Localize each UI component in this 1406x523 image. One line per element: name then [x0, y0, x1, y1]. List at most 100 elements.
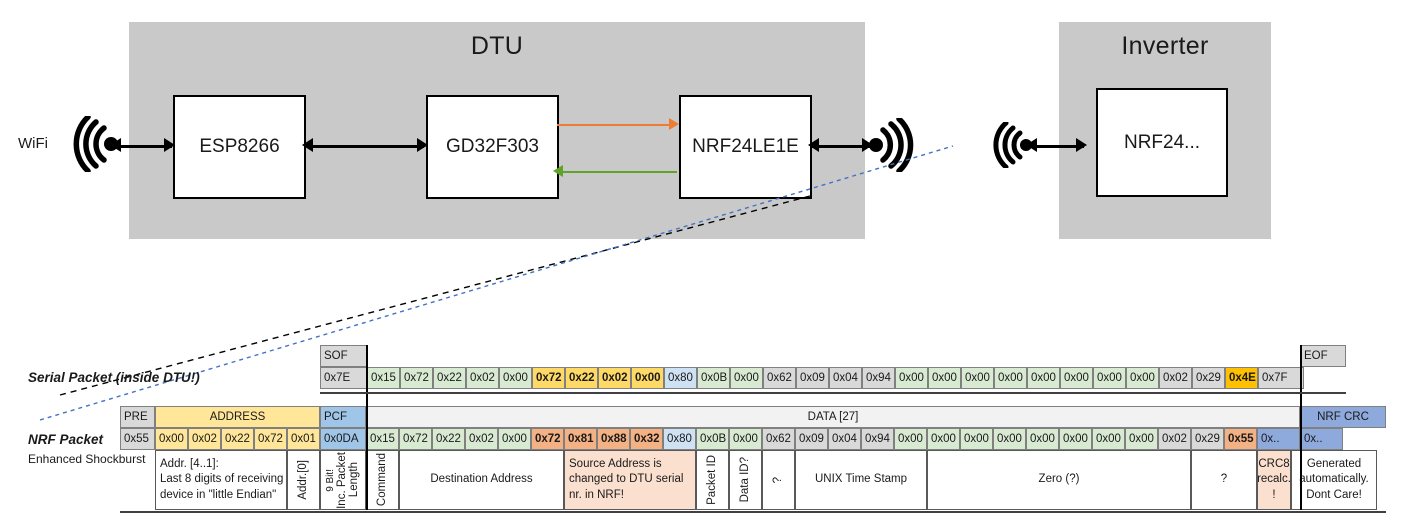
serial-byte-1: 0x72 — [400, 367, 433, 389]
nrf-packet-id-note: Packet ID — [696, 450, 729, 510]
inverter-antenna-icon — [993, 122, 1032, 168]
nrf-crc8-note: CRC8 recalc. ! — [1257, 450, 1291, 510]
nrf-address-byte-0: 0x00 — [155, 428, 188, 450]
link-serial-tx — [557, 124, 675, 126]
nrf-unknown-short-note: ? — [762, 450, 795, 510]
nrf-unknown-wide-label: ? — [1220, 473, 1228, 486]
nrf-command-label: Command — [375, 453, 388, 507]
nrf-source-address-label: Source Address is changed to DTU serial … — [569, 457, 684, 501]
enhanced-shockburst-label: Enhanced Shockburst — [28, 452, 146, 466]
link-esp-gd32 — [308, 145, 424, 148]
nrf-byte-15: 0x94 — [861, 428, 894, 450]
serial-byte-25: 0x29 — [1192, 367, 1225, 389]
nrf-address-byte-3: 0x72 — [254, 428, 287, 450]
nrf-unix-time-note: UNIX Time Stamp — [795, 450, 927, 510]
nrf-byte-26: 0x55 — [1224, 428, 1257, 450]
serial-byte-21: 0x00 — [1060, 367, 1093, 389]
serial-byte-0: 0x15 — [367, 367, 400, 389]
arrow-right-serial-tx — [669, 118, 679, 130]
nrf-byte-16: 0x00 — [894, 428, 927, 450]
nrf-byte-3: 0x02 — [465, 428, 498, 450]
serial-byte-14: 0x04 — [829, 367, 862, 389]
arrow-left-antenna-inverter — [1026, 138, 1037, 152]
nrf-pre-header: PRE — [120, 406, 155, 428]
nrf-crc8-l2: recalc. — [1257, 473, 1291, 486]
nrf-crc8-l1: CRC8 — [1258, 457, 1290, 470]
nrf-pcf-note-l2: Inc. Packet — [336, 451, 349, 509]
serial-byte-18: 0x00 — [961, 367, 994, 389]
arrow-left-serial-rx — [553, 165, 563, 177]
serial-byte-7: 0x02 — [598, 367, 631, 389]
nrf-zero-label: Zero (?) — [1038, 473, 1080, 486]
arrow-right-antenna-dtu — [862, 138, 873, 152]
nrf-pcf-note-l3: Length — [348, 462, 361, 498]
serial-byte-8: 0x00 — [631, 367, 664, 389]
nrf-byte-13: 0x09 — [795, 428, 828, 450]
serial-byte-19: 0x00 — [994, 367, 1027, 389]
nrf-byte-19: 0x00 — [993, 428, 1026, 450]
serial-byte-4: 0x00 — [499, 367, 532, 389]
serial-byte-15: 0x94 — [862, 367, 895, 389]
nrf-crc-note-l3: Dont Care! — [1306, 488, 1362, 501]
dtu-title: DTU — [470, 32, 524, 60]
nrf-description-row: Addr. [4..1]: Last 8 digits of receiving… — [120, 450, 1386, 510]
serial-byte-6: 0x22 — [565, 367, 598, 389]
inverter-title: Inverter — [1121, 32, 1209, 60]
chip-nrf24le1e-label: NRF24LE1E — [692, 136, 799, 157]
serial-byte-22: 0x00 — [1093, 367, 1126, 389]
nrf-destination-address-note: Destination Address — [399, 450, 564, 510]
nrf-byte-1: 0x72 — [399, 428, 432, 450]
nrf-byte-2: 0x22 — [432, 428, 465, 450]
nrf-byte-5: 0x72 — [531, 428, 564, 450]
serial-packet-label: Serial Packet (inside DTU!) — [28, 370, 200, 385]
chip-esp8266-label: ESP8266 — [199, 136, 280, 157]
nrf-span-rule-left — [366, 406, 368, 510]
nrf-unix-time-label: UNIX Time Stamp — [814, 473, 908, 486]
nrf-crc-header: NRF CRC — [1300, 406, 1386, 428]
nrf-byte-21: 0x00 — [1059, 428, 1092, 450]
nrf-addr0-label: Addr.[0] — [296, 460, 309, 500]
nrf-pcf-value: 0x0DA — [320, 428, 366, 450]
arrow-right-esp — [164, 138, 175, 152]
nrf-address-byte-1: 0x02 — [188, 428, 221, 450]
nrf-packet-id-label: Packet ID — [705, 455, 718, 505]
serial-sof-header: SOF — [320, 345, 367, 367]
serial-byte-23: 0x00 — [1126, 367, 1159, 389]
nrf-byte-12: 0x62 — [762, 428, 795, 450]
nrf-crc-note: Generated automatically. Dont Care! — [1291, 450, 1377, 510]
serial-packet-header-row: SOF — [320, 345, 1366, 367]
nrf-address-note: Addr. [4..1]: Last 8 digits of receiving… — [155, 450, 287, 510]
arrow-right-gd32 — [417, 138, 428, 152]
nrf-destination-address-label: Destination Address — [430, 473, 533, 486]
nrf-crc-note-l2: automatically. — [1299, 473, 1369, 486]
nrf-crc-byte-1: 0x.. — [1300, 428, 1343, 450]
serial-byte-5: 0x72 — [532, 367, 565, 389]
nrf-byte-20: 0x00 — [1026, 428, 1059, 450]
chip-nrf24: NRF24... — [1096, 88, 1228, 197]
nrf-address-header: ADDRESS — [155, 406, 320, 428]
nrf-table-bottom-rule — [120, 511, 1386, 513]
dtu-antenna-icon — [869, 118, 914, 172]
serial-byte-17: 0x00 — [928, 367, 961, 389]
arrow-right-nrf24 — [1076, 138, 1087, 152]
nrf-span-rule-right — [1300, 406, 1302, 510]
chip-gd32f303-label: GD32F303 — [446, 136, 539, 157]
nrf-byte-9: 0x80 — [663, 428, 696, 450]
nrf-data-header: DATA [27] — [366, 406, 1300, 428]
link-antenna-nrf24-inverter — [1032, 145, 1084, 148]
nrf-byte-22: 0x00 — [1092, 428, 1125, 450]
nrf-byte-11: 0x00 — [729, 428, 762, 450]
nrf-packet-label: NRF Packet — [28, 432, 104, 447]
nrf-address-note-line1: Addr. [4..1]: Last 8 digits of receiving… — [160, 457, 284, 501]
serial-table-bottom-rule — [320, 392, 1346, 394]
nrf-crc-byte-group: 0x..0x.. — [1257, 428, 1343, 450]
serial-byte-3: 0x02 — [466, 367, 499, 389]
serial-byte-9: 0x80 — [664, 367, 697, 389]
nrf-byte-0: 0x15 — [366, 428, 399, 450]
nrf-byte-17: 0x00 — [927, 428, 960, 450]
nrf-byte-23: 0x00 — [1125, 428, 1158, 450]
nrf-byte-7: 0x88 — [597, 428, 630, 450]
serial-byte-10: 0x0B — [697, 367, 730, 389]
serial-byte-13: 0x09 — [796, 367, 829, 389]
